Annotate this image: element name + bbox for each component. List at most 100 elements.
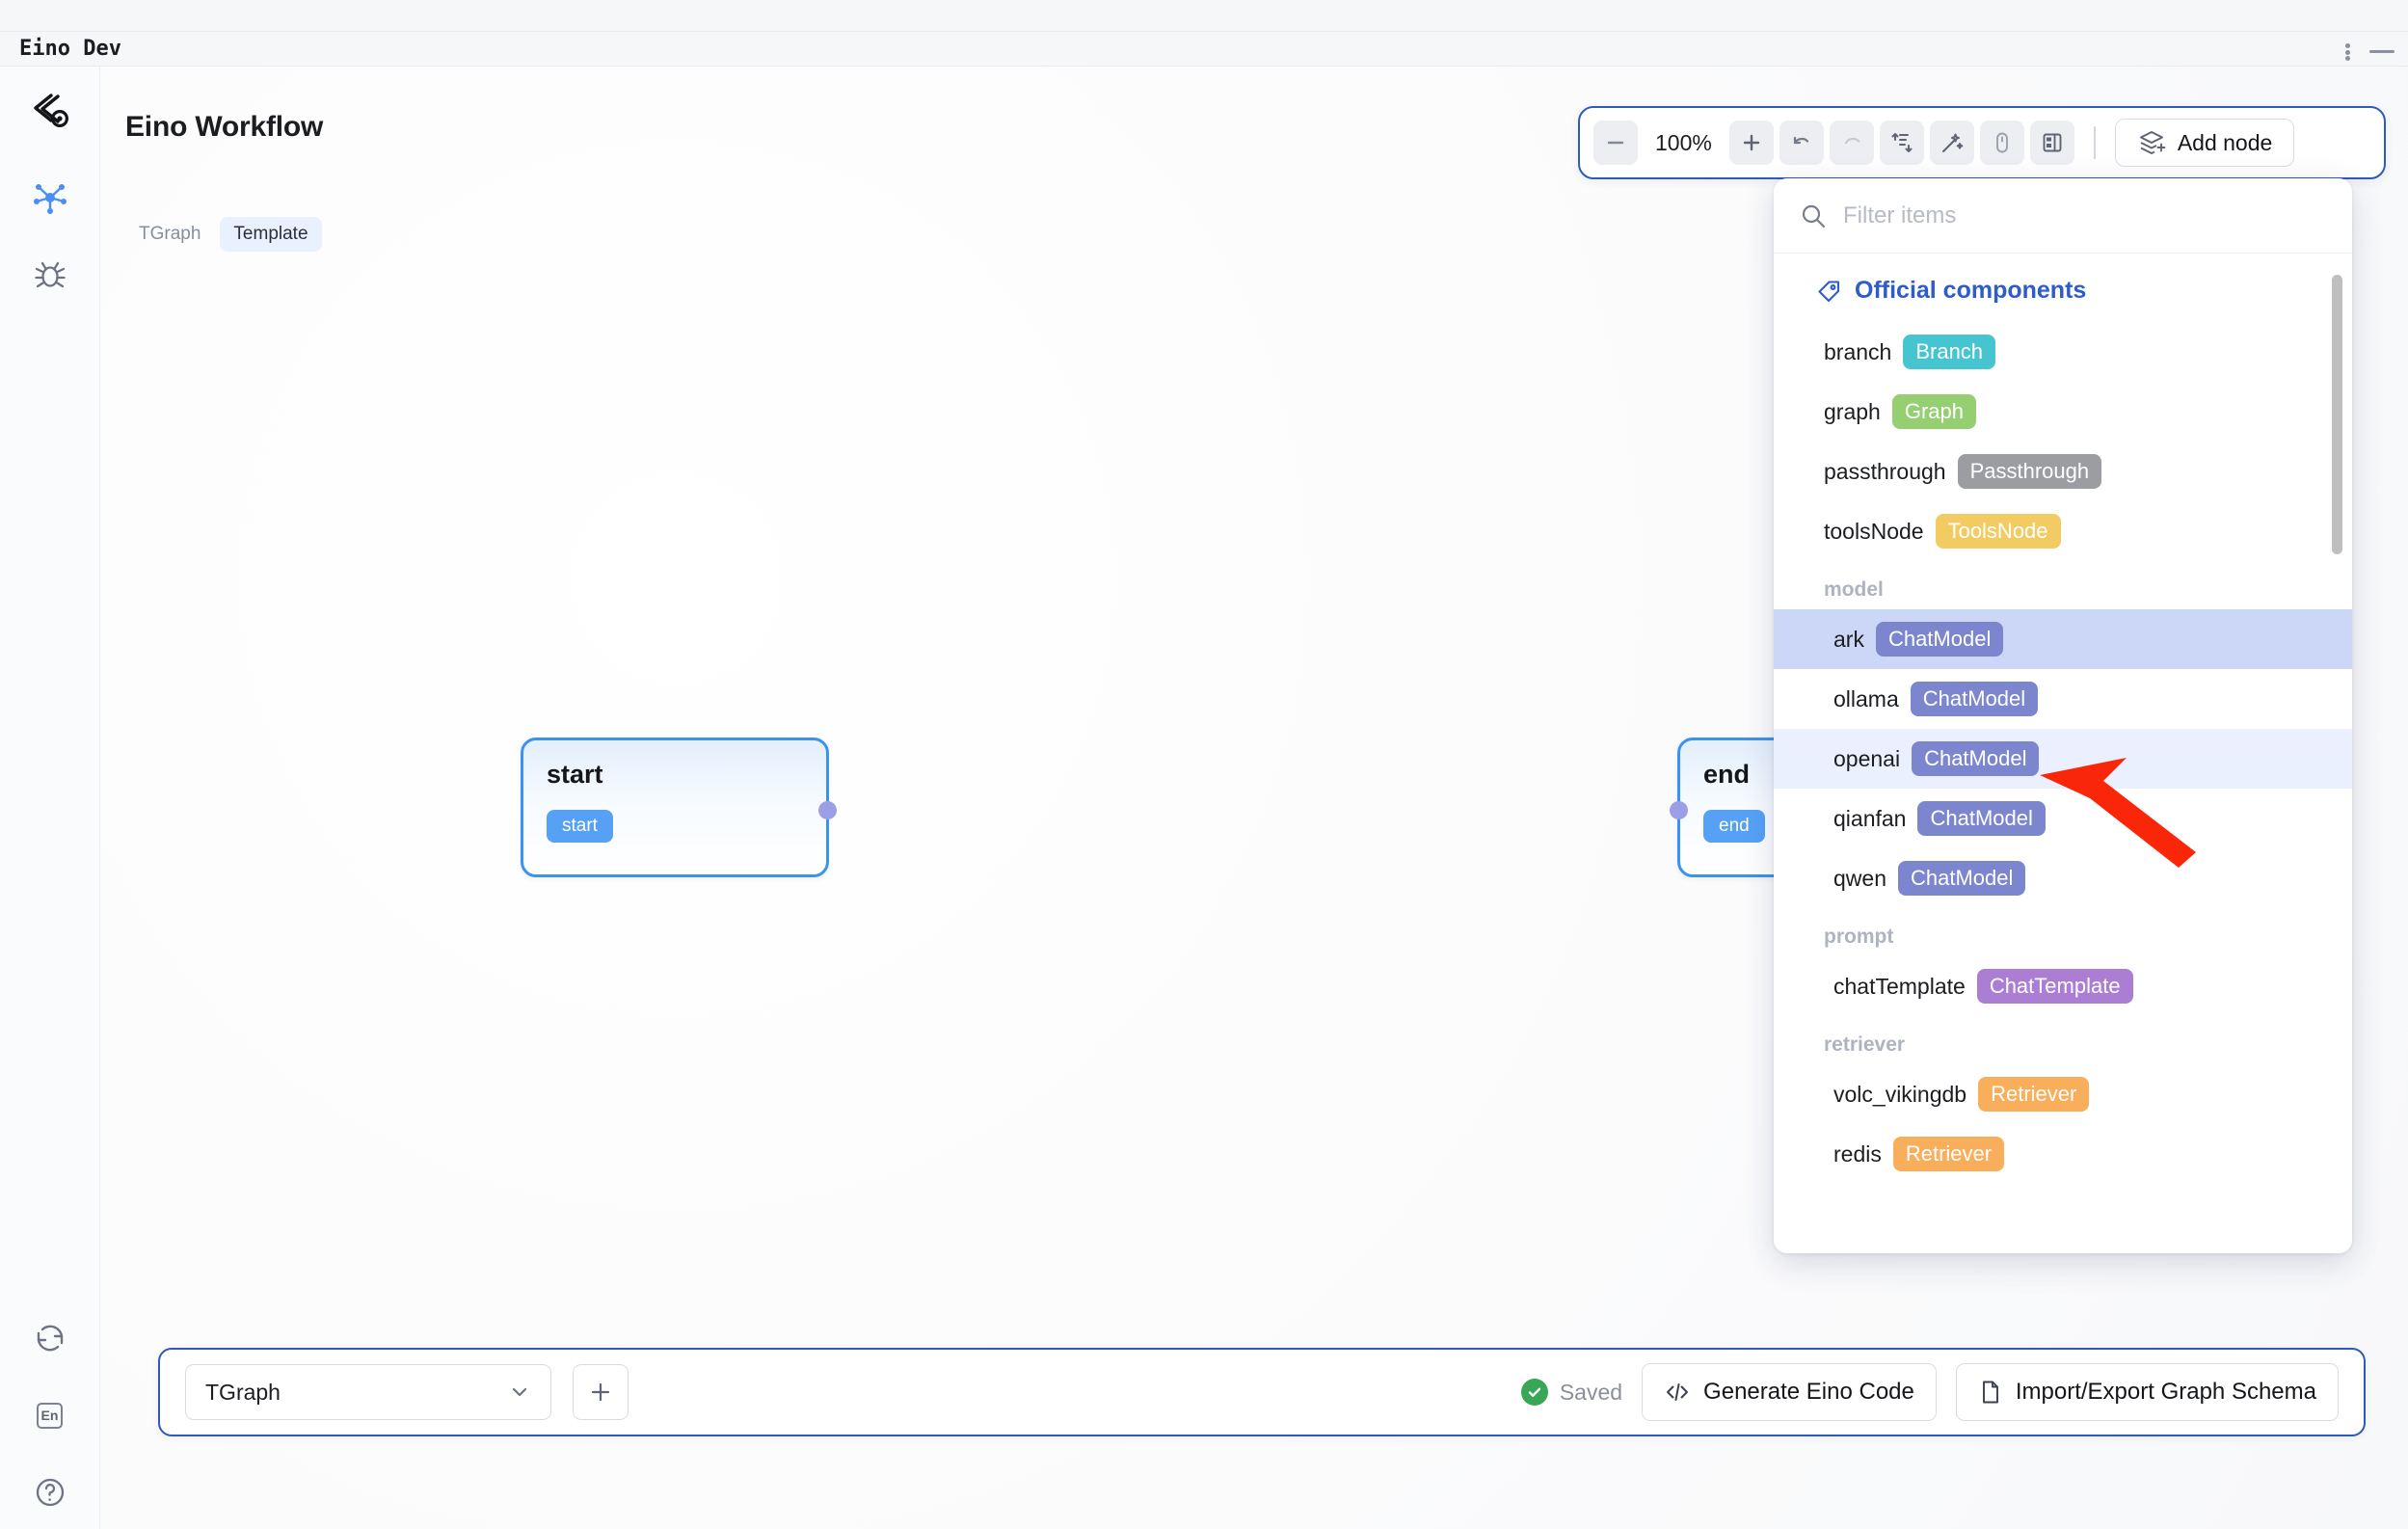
search-icon [1802, 204, 1826, 228]
node-end-input-handle[interactable] [1670, 801, 1688, 819]
add-node-button[interactable]: Add node [2114, 119, 2295, 167]
toolbar-divider [2093, 126, 2096, 159]
item-badge: Branch [1903, 335, 1996, 369]
panel-search-row [1774, 178, 2352, 254]
language-icon[interactable]: En [25, 1390, 75, 1440]
document-icon [1982, 1381, 1998, 1404]
list-item-chattemplate[interactable]: chatTemplate ChatTemplate [1774, 956, 2352, 1016]
list-item-openai[interactable]: openai ChatModel [1774, 729, 2352, 789]
add-node-panel: Official components branch Branch graph … [1774, 178, 2352, 1253]
item-badge: ChatTemplate [1976, 969, 2133, 1004]
graph-select-value: TGraph [205, 1379, 281, 1405]
list-item-ollama[interactable]: ollama ChatModel [1774, 669, 2352, 729]
item-name: graph [1824, 398, 1881, 424]
language-label: En [37, 1402, 63, 1429]
app-title: Eino Dev [19, 37, 121, 61]
panel-list[interactable]: Official components branch Branch graph … [1774, 254, 2352, 1253]
code-icon [1667, 1383, 1689, 1401]
zoom-in-button[interactable] [1728, 121, 1774, 165]
item-badge: Graph [1891, 394, 1976, 429]
item-name: toolsNode [1824, 518, 1924, 544]
sync-icon[interactable] [25, 1313, 75, 1363]
group-header-model: model [1824, 578, 1884, 601]
sort-arrow-icon[interactable] [1879, 121, 1924, 165]
group-header-prompt: prompt [1824, 925, 1894, 948]
mouse-icon[interactable] [1979, 121, 2024, 165]
layout-grid-icon[interactable] [2029, 121, 2074, 165]
item-badge: ChatModel [1917, 801, 2046, 836]
node-start-title: start [547, 760, 603, 789]
list-item-passthrough[interactable]: passthrough Passthrough [1774, 442, 2352, 501]
item-badge: ChatModel [1910, 682, 2039, 716]
node-start-output-handle[interactable] [818, 801, 837, 819]
page-title: Eino Workflow [125, 111, 324, 143]
add-graph-button[interactable] [573, 1364, 629, 1420]
magic-wand-icon[interactable] [1929, 121, 1974, 165]
zoom-out-button[interactable] [1593, 121, 1638, 165]
item-badge: ChatModel [1875, 622, 2004, 657]
node-start-badge: start [547, 810, 613, 843]
list-item-branch[interactable]: branch Branch [1774, 322, 2352, 382]
list-item-graph[interactable]: graph Graph [1774, 382, 2352, 442]
group-header-retriever: retriever [1824, 1033, 1906, 1056]
list-item-volc-vikingdb[interactable]: volc_vikingdb Retriever [1774, 1064, 2352, 1124]
window-menubar [0, 32, 2408, 67]
help-circle-icon[interactable] [25, 1467, 75, 1517]
tab-tgraph[interactable]: TGraph [139, 224, 201, 244]
item-name: qianfan [1833, 805, 1907, 831]
item-badge: ToolsNode [1935, 514, 2061, 549]
item-badge: Retriever [1892, 1137, 2005, 1171]
minimize-icon[interactable] [2369, 50, 2395, 53]
item-name: openai [1833, 745, 1901, 771]
list-item-toolsnode[interactable]: toolsNode ToolsNode [1774, 501, 2352, 561]
item-name: passthrough [1824, 458, 1946, 484]
chevron-down-icon [512, 1387, 527, 1397]
import-export-schema-label: Import/Export Graph Schema [2015, 1379, 2316, 1405]
search-input[interactable] [1843, 201, 2296, 229]
list-item-qianfan[interactable]: qianfan ChatModel [1774, 789, 2352, 848]
item-name: ark [1833, 626, 1864, 652]
item-name: ollama [1833, 685, 1899, 711]
node-end-title: end [1703, 760, 1751, 789]
left-sidebar: En [0, 67, 100, 1529]
graph-node-icon[interactable] [25, 173, 75, 223]
graph-select[interactable]: TGraph [185, 1364, 551, 1420]
item-name: qwen [1833, 865, 1886, 891]
zoom-level-label[interactable]: 100% [1655, 129, 1712, 155]
item-badge: Passthrough [1957, 454, 2102, 489]
saved-label: Saved [1559, 1379, 1623, 1405]
tab-template[interactable]: Template [220, 217, 322, 252]
node-end-badge: end [1703, 810, 1765, 843]
logo-settings-icon[interactable] [25, 86, 75, 136]
node-start[interactable]: start start [521, 738, 837, 877]
item-badge: Retriever [1978, 1077, 2090, 1112]
item-name: redis [1833, 1140, 1882, 1167]
official-components-header: Official components [1774, 267, 2352, 322]
more-vertical-icon[interactable] [2337, 40, 2358, 64]
bug-icon[interactable] [25, 250, 75, 300]
header-tabs: TGraph Template [125, 217, 322, 252]
window-titlebar [0, 0, 2408, 32]
list-item-redis[interactable]: redis Retriever [1774, 1124, 2352, 1184]
generate-eino-code-label: Generate Eino Code [1703, 1379, 1914, 1405]
official-components-label: Official components [1855, 277, 2087, 304]
item-name: volc_vikingdb [1833, 1081, 1967, 1107]
item-badge: ChatModel [1897, 861, 2026, 896]
panel-bottom-fade [1774, 1221, 2352, 1253]
list-item-qwen[interactable]: qwen ChatModel [1774, 848, 2352, 908]
tag-icon [1818, 280, 1840, 302]
list-item-ark[interactable]: ark ChatModel [1774, 609, 2352, 669]
import-export-schema-button[interactable]: Import/Export Graph Schema [1955, 1363, 2339, 1421]
canvas-toolbar: 100% [1578, 106, 2386, 179]
saved-status: Saved [1520, 1379, 1623, 1406]
bottom-toolbar: TGraph Saved Generate Eino Code Import/E… [158, 1348, 2366, 1436]
check-circle-icon [1520, 1379, 1548, 1406]
generate-eino-code-button[interactable]: Generate Eino Code [1642, 1363, 1937, 1421]
item-name: branch [1824, 338, 1892, 364]
item-name: chatTemplate [1833, 973, 1966, 999]
item-badge: ChatModel [1912, 741, 2040, 776]
add-node-label: Add node [2177, 129, 2273, 155]
redo-button[interactable] [1829, 121, 1874, 165]
panel-scrollbar-thumb[interactable] [2332, 275, 2342, 554]
undo-button[interactable] [1779, 121, 1824, 165]
